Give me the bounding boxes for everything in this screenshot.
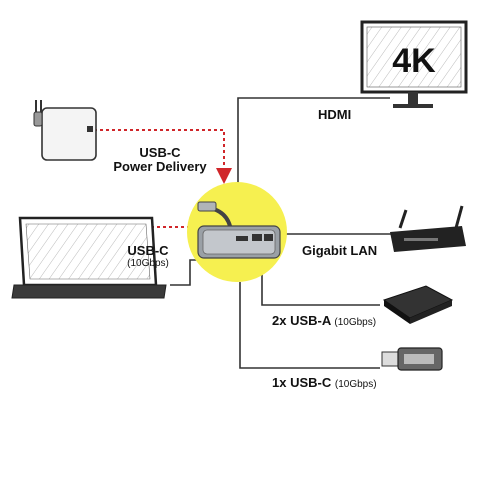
usbc-port-label: 1x USB-C (10Gbps) bbox=[272, 375, 377, 390]
usbc-host-label: USB-C (10Gbps) bbox=[118, 243, 178, 270]
host-line bbox=[170, 259, 200, 286]
router-icon bbox=[390, 205, 466, 252]
usbc-host-speed: (10Gbps) bbox=[127, 258, 169, 270]
usbc-port-line bbox=[239, 282, 380, 369]
usb-hub-adapter bbox=[197, 201, 281, 259]
usba-speed: (10Gbps) bbox=[334, 317, 377, 328]
external-drive-icon bbox=[382, 285, 454, 324]
gigabit-lan-label: Gigabit LAN bbox=[302, 243, 378, 258]
monitor-badge: 4K bbox=[392, 42, 436, 80]
laptop-icon bbox=[11, 216, 167, 299]
usbc-port-speed: (10Gbps) bbox=[334, 379, 377, 390]
power-dotted-arrow bbox=[94, 129, 232, 184]
hdmi-line bbox=[237, 97, 390, 188]
usbc-host-text: USB-C bbox=[127, 243, 169, 258]
usba-text: 2x USB-A bbox=[272, 313, 331, 328]
power-adapter-icon bbox=[33, 100, 97, 161]
connection-lines bbox=[170, 97, 400, 369]
usba-line bbox=[261, 262, 380, 306]
usbc-pd-line1: USB-C bbox=[139, 145, 181, 160]
usbc-power-delivery-label: USB-C Power Delivery bbox=[104, 145, 216, 175]
hdmi-label: HDMI bbox=[318, 107, 352, 122]
usbc-pd-line2: Power Delivery bbox=[113, 159, 207, 175]
usba-label: 2x USB-A (10Gbps) bbox=[272, 313, 377, 328]
monitor-icon: 4K bbox=[360, 20, 468, 108]
usb-stick-icon bbox=[381, 347, 443, 371]
usbc-port-text: 1x USB-C bbox=[272, 375, 332, 390]
